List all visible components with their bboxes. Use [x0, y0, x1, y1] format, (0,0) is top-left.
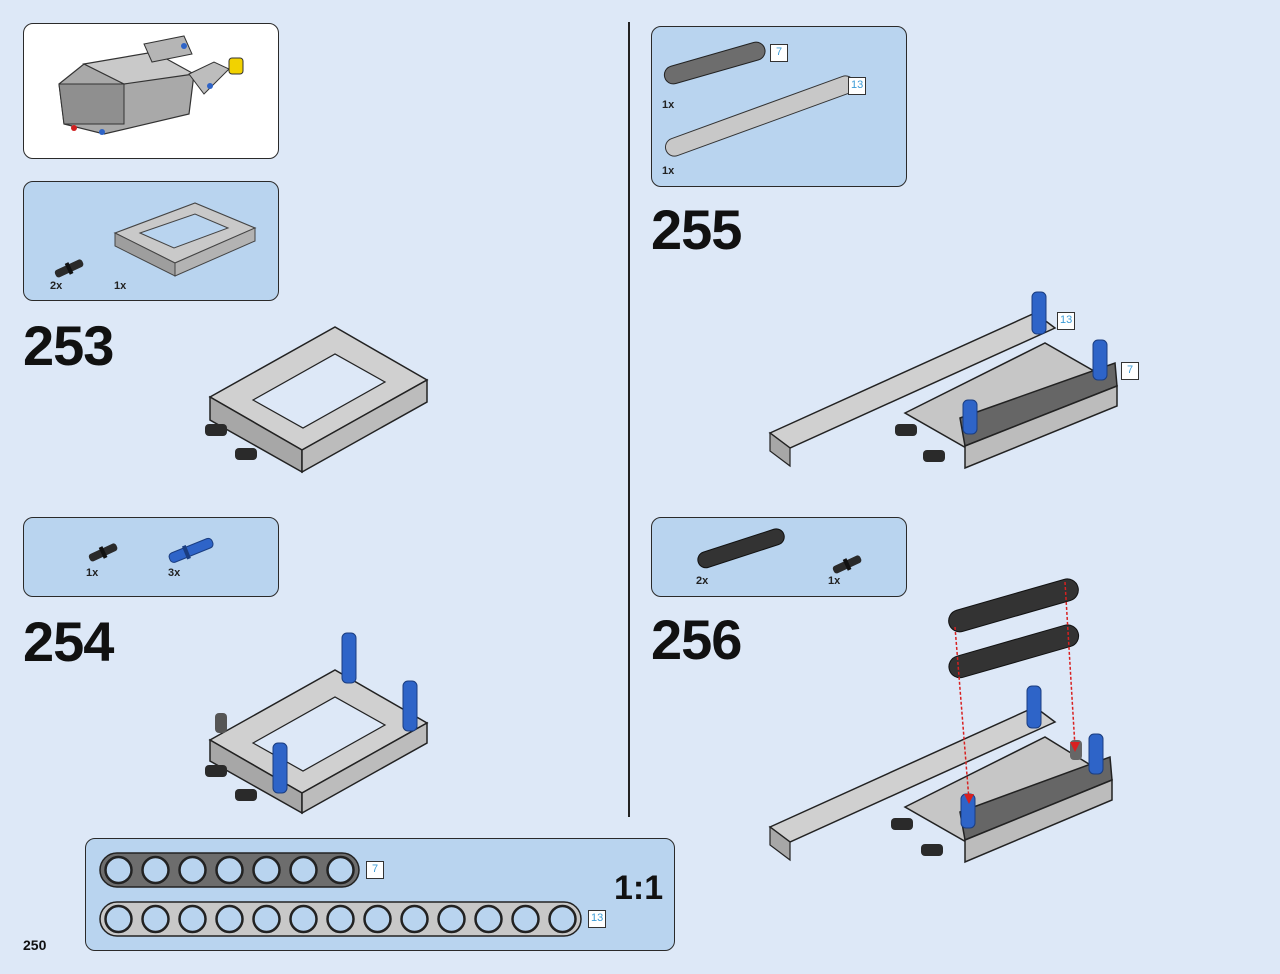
scale-beam-7-length-badge: 7: [366, 861, 384, 879]
beam-hole: [141, 904, 170, 934]
step-255-parts-panel: 7 1x 13 1x: [651, 26, 907, 187]
scale-beam-7: [99, 852, 360, 888]
light-gray-beam-13-icon: [664, 75, 856, 157]
step-256-qty-pin: 1x: [828, 575, 841, 587]
beam-hole: [437, 904, 466, 934]
step-255-qty-beam-7: 1x: [662, 99, 675, 111]
step-253-build-image: [205, 326, 429, 474]
black-pin-icon: [832, 555, 862, 574]
blue-pin-icon: [168, 537, 214, 563]
scale-ratio-label: 1:1: [614, 869, 664, 907]
black-pin-icon: [88, 543, 118, 562]
beam-hole: [215, 855, 244, 885]
black-pin-icon: [54, 259, 84, 278]
beam-hole: [326, 904, 355, 934]
beam-hole: [400, 904, 429, 934]
subassembly-preview-image: [58, 35, 244, 135]
gray-frame-icon: [113, 202, 257, 277]
step-253-number: 253: [23, 314, 114, 377]
page-number: 250: [23, 937, 47, 953]
beam-hole: [178, 855, 207, 885]
beam-hole: [104, 904, 133, 934]
step-256-parts-panel: 2x 1x: [651, 517, 907, 597]
scale-beam-13: [99, 901, 582, 937]
beam-13-length-badge: 13: [848, 77, 867, 95]
beam-hole: [141, 855, 170, 885]
step-256-qty-beam: 2x: [696, 575, 709, 587]
beam-hole: [548, 904, 577, 934]
step-255-callout-13: 13: [1057, 312, 1076, 330]
step-254-number: 254: [23, 610, 114, 673]
black-beam-7-icon: [697, 528, 785, 569]
step-253-qty-frame: 1x: [114, 280, 127, 292]
beam-hole: [104, 855, 133, 885]
beam-7-length-badge: 7: [770, 44, 788, 62]
scale-beam-13-length-badge: 13: [588, 910, 607, 928]
step-254-build-image: [205, 632, 429, 815]
beam-hole: [252, 904, 281, 934]
beam-hole: [363, 904, 392, 934]
beam-hole: [178, 904, 207, 934]
step-255-build-image: [768, 291, 1118, 470]
step-255-qty-beam-13: 1x: [662, 165, 675, 177]
beam-hole: [474, 904, 503, 934]
beam-hole: [289, 904, 318, 934]
beam-hole: [252, 855, 281, 885]
step-256-build-image: [768, 578, 1113, 864]
step-254-qty-blue-pin: 3x: [168, 567, 181, 579]
step-256-number: 256: [651, 608, 742, 671]
beam-hole: [289, 855, 318, 885]
column-divider: [628, 22, 630, 817]
scale-guide-panel: 7 13 1:1: [85, 838, 675, 951]
step-253-qty-pin: 2x: [50, 280, 63, 292]
step-255-callout-7: 7: [1121, 362, 1139, 380]
beam-hole: [511, 904, 540, 934]
subassembly-preview-panel: [23, 23, 279, 159]
dark-gray-beam-7-icon: [663, 41, 766, 85]
step-254-qty-pin: 1x: [86, 567, 99, 579]
step-255-number: 255: [651, 198, 742, 261]
step-254-parts-panel: 1x 3x: [23, 517, 279, 597]
beam-hole: [215, 904, 244, 934]
beam-hole: [326, 855, 355, 885]
step-253-parts-panel: 2x 1x: [23, 181, 279, 301]
